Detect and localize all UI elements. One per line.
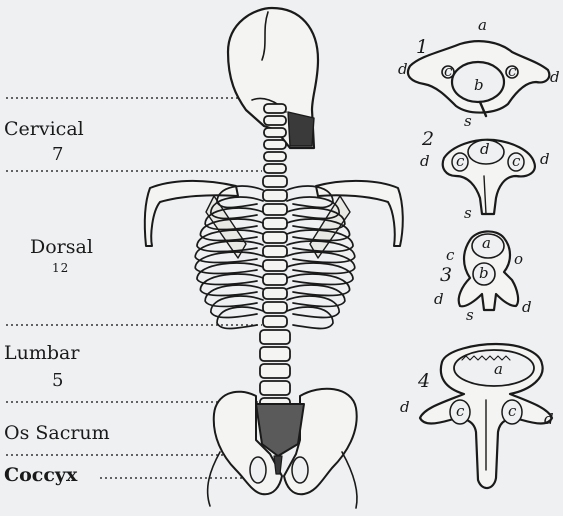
figure-3-letter-d-right: d xyxy=(522,300,532,315)
vertebra xyxy=(264,104,286,113)
vertebra xyxy=(260,330,290,344)
vertebral-column xyxy=(260,104,290,412)
figure-2-letter-d-right: d xyxy=(540,152,550,167)
figure-number-3: 3 xyxy=(440,266,452,285)
coccyx-bone xyxy=(274,456,282,474)
figure-number-4: 4 xyxy=(418,372,430,391)
vertebra-figure-4 xyxy=(420,344,552,488)
figure-1-letter-c-left: c xyxy=(444,64,452,79)
figure-2-letter-d-left: d xyxy=(420,154,430,169)
vertebra xyxy=(263,302,287,313)
figure-2-letter-c-right: c xyxy=(512,154,520,169)
figure-4-letter-c-left: c xyxy=(456,404,464,419)
vertebra xyxy=(264,128,286,137)
vertebra xyxy=(263,288,287,299)
vertebra xyxy=(264,152,286,161)
figure-1-letter-c-right: c xyxy=(508,64,516,79)
figure-number-2: 2 xyxy=(422,130,434,149)
figure-3-letter-c: c xyxy=(446,248,454,263)
vertebra xyxy=(263,260,287,271)
vertebra xyxy=(263,176,287,187)
figure-3-letter-b: b xyxy=(479,266,489,281)
figure-1-letter-s: s xyxy=(464,114,472,129)
figure-4-letter-d-right: d xyxy=(544,412,554,427)
vertebra xyxy=(260,381,290,395)
vertebra xyxy=(260,347,290,361)
figure-3-letter-a: a xyxy=(482,236,491,251)
region-label-coccyx: Coccyx xyxy=(4,466,77,485)
figure-3-letter-d-left: d xyxy=(434,292,444,307)
figure-1-letter-d-left: d xyxy=(398,62,408,77)
figure-3-letter-s: s xyxy=(466,308,474,323)
region-count-cervical: 7 xyxy=(52,146,63,164)
figure-3-letter-o: o xyxy=(514,252,523,267)
vertebra xyxy=(263,218,287,229)
region-label-dorsal: Dorsal xyxy=(30,238,93,257)
figure-2-letter-s: s xyxy=(464,206,472,221)
figure-1-letter-d-right: d xyxy=(550,70,560,85)
region-label-os-sacrum: Os Sacrum xyxy=(4,424,110,443)
vertebra xyxy=(263,246,287,257)
region-count-dorsal: 12 xyxy=(52,262,69,274)
vertebra xyxy=(264,140,286,149)
skull xyxy=(228,8,318,148)
vertebra xyxy=(263,204,287,215)
figure-1-letter-b: b xyxy=(474,78,484,93)
region-count-lumbar: 5 xyxy=(52,372,63,390)
figure-1-letter-a: a xyxy=(478,18,487,33)
region-label-lumbar: Lumbar xyxy=(4,344,79,363)
vertebra xyxy=(264,164,286,173)
vertebra xyxy=(263,232,287,243)
figure-number-1: 1 xyxy=(416,38,428,57)
vertebra xyxy=(263,274,287,285)
figure-2-letter-c-left: c xyxy=(456,154,464,169)
vertebra xyxy=(263,316,287,327)
figure-4-letter-d-left: d xyxy=(400,400,410,415)
region-label-cervical: Cervical xyxy=(4,120,84,139)
figure-2-letter-d-top: d xyxy=(480,142,490,157)
vertebra xyxy=(263,190,287,201)
vertebra xyxy=(260,364,290,378)
pelvis xyxy=(208,389,357,508)
figure-4-letter-c-right: c xyxy=(508,404,516,419)
vertebra xyxy=(264,116,286,125)
figure-4-letter-a: a xyxy=(494,362,503,377)
